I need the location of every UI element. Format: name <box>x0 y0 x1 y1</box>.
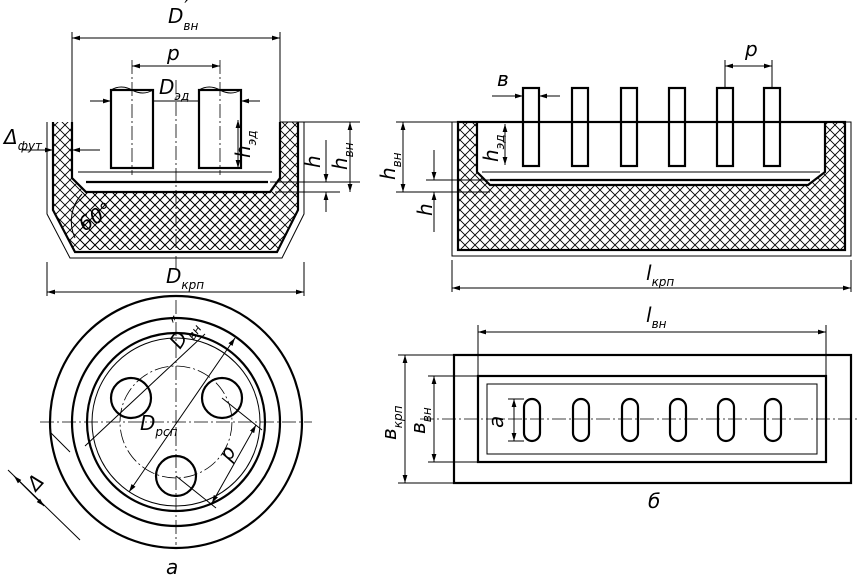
label-h-ed-right: hэд <box>479 134 507 162</box>
caption-b: б <box>648 489 660 513</box>
plan-diameter-line <box>84 333 206 447</box>
rectangular-furnace-section <box>396 60 852 292</box>
label-d-krp: Dкрп <box>166 264 204 292</box>
rect-electrode <box>667 86 687 168</box>
rect-electrode <box>619 86 639 168</box>
label-l-vn: lвн <box>646 303 667 331</box>
label-d-rsp: Dрсп <box>140 411 178 439</box>
rect-electrode <box>570 86 590 168</box>
label-b-vn: ввн <box>406 407 434 434</box>
label-h-vn-left: hвн <box>328 142 356 170</box>
plan-electrode-slot <box>763 397 783 443</box>
label-delta-plan: Δ <box>21 469 49 497</box>
plan-electrode-slot <box>716 397 736 443</box>
round-furnace-plan <box>7 294 312 550</box>
rectangular-furnace-plan <box>398 325 858 485</box>
round-furnace-section <box>22 32 360 296</box>
label-h-right: h <box>413 203 437 216</box>
label-d-ed: Dэд <box>159 75 189 103</box>
rect-electrode <box>715 86 735 168</box>
round-hearth-hatch <box>80 192 275 250</box>
dim-p-plan <box>211 424 257 504</box>
plan-electrode-slot <box>571 397 591 443</box>
rect-casing <box>451 121 852 257</box>
plan-electrode-slot <box>620 397 640 443</box>
label-h-ed-left: hэд <box>231 130 259 158</box>
label-p-right: p <box>744 37 758 61</box>
plan-rect-electrodes <box>522 397 783 443</box>
rect-electrode <box>521 86 541 168</box>
label-d-vn-dbl: Dвн″ <box>156 309 205 356</box>
label-delta-fut: Δфут <box>2 125 43 153</box>
label-l-krp: lкрп <box>646 261 674 289</box>
label-d-vn-prime: Dвн′ <box>168 0 198 33</box>
rect-electrodes <box>521 86 782 168</box>
rect-bath-wall <box>475 122 827 187</box>
label-h-vn-right: hвн <box>376 152 404 180</box>
round-bath-wall <box>70 122 282 194</box>
angle-arc <box>70 193 83 239</box>
plan-electrode-slot <box>522 397 542 443</box>
caption-a: а <box>166 555 178 579</box>
plan-electrode-slot <box>668 397 688 443</box>
label-b-right: в <box>497 67 509 91</box>
rect-electrode <box>762 86 782 168</box>
label-b-krp: вкрп <box>377 405 405 440</box>
label-h-left: h <box>301 155 325 168</box>
dim-d-vn-dbl <box>128 337 236 493</box>
dim-delta-plan <box>13 475 45 507</box>
label-p-left: p <box>166 41 180 65</box>
label-a: a <box>484 416 508 428</box>
